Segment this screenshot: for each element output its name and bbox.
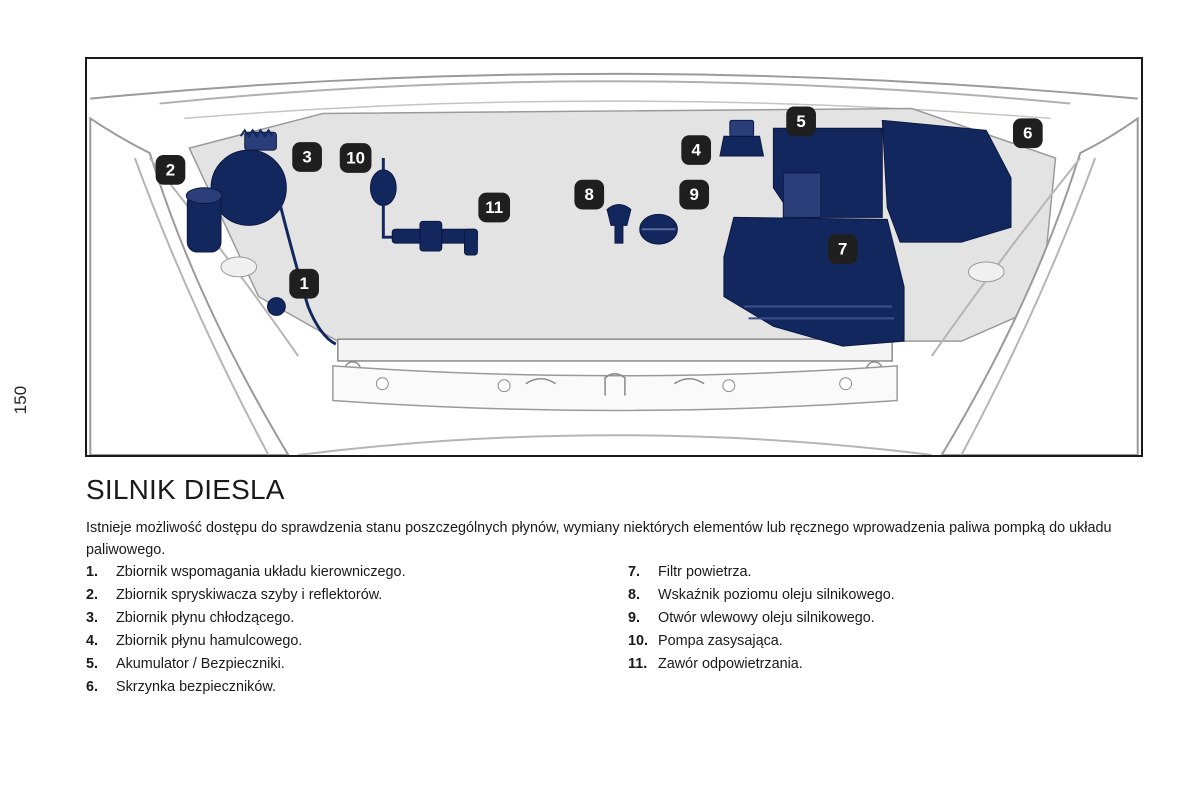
- legend-item: 1. Zbiornik wspomagania układu kierownicz…: [86, 563, 606, 586]
- legend-number: 4.: [86, 633, 99, 649]
- legend-number: 1.: [86, 564, 99, 580]
- power-steering-reservoir: [267, 297, 286, 316]
- legend-text: Wskaźnik poziomu oleju silnikowego.: [658, 587, 895, 603]
- legend-number: 11.: [628, 656, 648, 672]
- legend-number: 6.: [86, 679, 99, 695]
- callout-8: 8: [574, 179, 605, 210]
- legend-number: 7.: [628, 564, 641, 580]
- legend-text: Zbiornik płynu chłodzącego.: [116, 610, 295, 626]
- legend-number: 8.: [628, 587, 641, 603]
- section-intro: Istnieje możliwość dostępu do sprawdzeni…: [86, 520, 1112, 558]
- callout-6: 6: [1012, 118, 1043, 149]
- priming-pump: [369, 169, 397, 207]
- callout-3: 3: [292, 142, 322, 172]
- callout-1-label: 1: [299, 274, 308, 293]
- legend-item: 7. Filtr powietrza.: [628, 563, 1148, 586]
- callout-6-label: 6: [1023, 124, 1032, 143]
- legend-item: 10. Pompa zasysająca.: [628, 632, 1148, 655]
- callout-9-label: 9: [690, 185, 699, 204]
- fuse-box: [881, 119, 1012, 243]
- legend-text: Zbiornik płynu hamulcowego.: [116, 633, 303, 649]
- legend-number: 10.: [628, 633, 649, 649]
- legend-item: 3. Zbiornik płynu chłodzącego.: [86, 609, 606, 632]
- callout-10: 10: [339, 143, 372, 173]
- legend-list-right: 7. Filtr powietrza. 8. Wskaźnik poziomu ol…: [628, 563, 1148, 678]
- callout-1: 1: [289, 268, 319, 299]
- legend-item: 6. Skrzynka bezpieczników.: [86, 678, 606, 701]
- callout-4: 4: [681, 135, 712, 165]
- legend-number: 9.: [628, 610, 641, 626]
- engine-bay-figure: 1 2 3 4 5 6 7 8: [85, 57, 1143, 457]
- callout-2-label: 2: [166, 160, 175, 179]
- callout-7-label: 7: [838, 240, 847, 259]
- callout-5-label: 5: [796, 112, 805, 131]
- callout-2: 2: [155, 155, 186, 185]
- brake-fluid-reservoir: [719, 135, 765, 157]
- callout-3-label: 3: [302, 148, 311, 167]
- coolant-reservoir: [210, 149, 287, 226]
- legend-text: Pompa zasysająca.: [658, 633, 783, 649]
- callout-7: 7: [827, 234, 858, 264]
- legend-list-left: 1. Zbiornik wspomagania układu kierownicz…: [86, 563, 606, 701]
- legend-item: 9. Otwór wlewowy oleju silnikowego.: [628, 609, 1148, 632]
- legend-text: Otwór wlewowy oleju silnikowego.: [658, 610, 875, 626]
- legend-item: 4. Zbiornik płynu hamulcowego.: [86, 632, 606, 655]
- legend-item: 11. Zawór odpowietrzania.: [628, 655, 1148, 678]
- legend-number: 5.: [86, 656, 99, 672]
- legend-text: Zbiornik wspomagania układu kierowniczeg…: [116, 564, 406, 580]
- legend-number: 3.: [86, 610, 99, 626]
- legend-text: Filtr powietrza.: [658, 564, 752, 580]
- page-number: 150: [11, 385, 30, 415]
- legend-item: 5. Akumulator / Bezpieczniki.: [86, 655, 606, 678]
- coolant-cap: [244, 131, 277, 151]
- legend-text: Zawór odpowietrzania.: [658, 656, 803, 672]
- callout-4-label: 4: [691, 141, 701, 160]
- engine-bay-illustration: 1 2 3 4 5 6 7 8: [89, 72, 1139, 455]
- legend-text: Akumulator / Bezpieczniki.: [116, 656, 285, 672]
- section-title: SILNIK DIESLA: [86, 474, 285, 505]
- callout-10-label: 10: [346, 149, 365, 168]
- legend-item: 2. Zbiornik spryskiwacza szyby i reflekto…: [86, 586, 606, 609]
- legend-text: Zbiornik spryskiwacza szyby i reflektoró…: [116, 587, 383, 603]
- callout-11-label: 11: [485, 198, 503, 217]
- callout-11: 11: [478, 192, 511, 223]
- legend-item: 8. Wskaźnik poziomu oleju silnikowego.: [628, 586, 1148, 609]
- callout-5: 5: [786, 106, 816, 137]
- callout-9: 9: [679, 179, 710, 210]
- legend-text: Skrzynka bezpieczników.: [116, 679, 276, 695]
- callout-8-label: 8: [585, 185, 594, 204]
- oil-dipstick: [606, 204, 632, 244]
- legend-number: 2.: [86, 587, 99, 603]
- air-filter: [723, 216, 905, 347]
